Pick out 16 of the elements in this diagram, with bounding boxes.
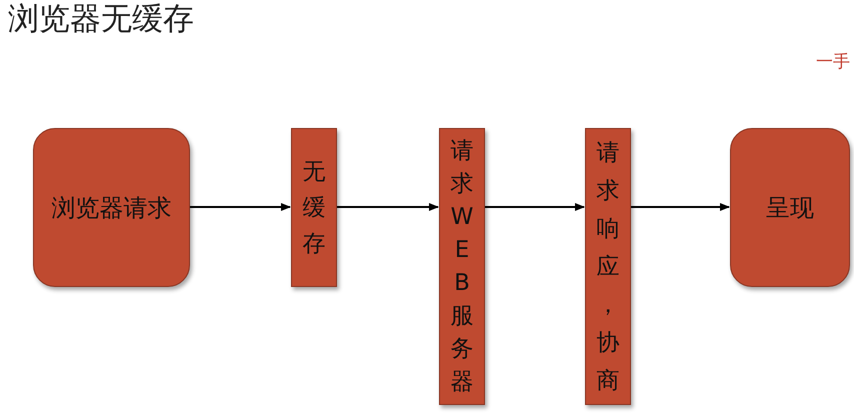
process-bar	[439, 128, 485, 405]
node-label: 浏览器请求	[52, 192, 172, 224]
node-label: 无缓存	[302, 158, 326, 258]
process-box	[730, 128, 850, 287]
note-text: 一手	[816, 51, 850, 73]
process-box	[33, 128, 190, 287]
arrow	[485, 203, 585, 211]
node-label: 请求WEB服务器	[450, 136, 474, 396]
title: 浏览器无缓存	[8, 0, 194, 39]
node-label: 请求响应，协商	[596, 138, 620, 396]
arrow	[631, 203, 730, 211]
process-bar	[585, 128, 631, 405]
node-label: 呈现	[766, 192, 814, 224]
arrow	[190, 203, 291, 211]
arrow	[337, 203, 439, 211]
process-bar	[291, 128, 337, 287]
